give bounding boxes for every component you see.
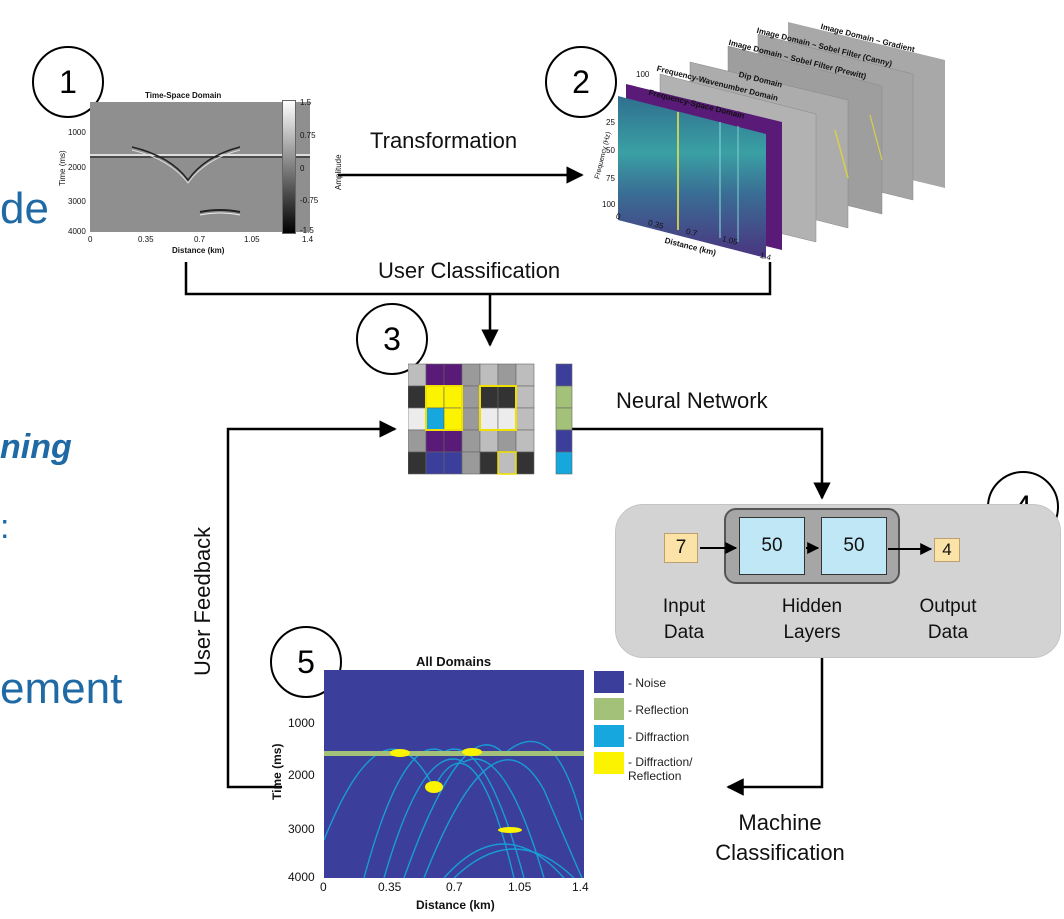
panel1-xtick-5: 1.4 bbox=[302, 235, 314, 244]
all-domains-image bbox=[324, 670, 584, 878]
transform-stack: Image Domain – Gradient Image Domain – S… bbox=[590, 0, 1064, 270]
cb-tick-5: -1.5 bbox=[300, 226, 314, 235]
stack-layers bbox=[618, 22, 945, 258]
step-3-circle: 3 bbox=[356, 303, 428, 375]
panel1-xtick-3: 0.7 bbox=[194, 235, 206, 244]
legend-swatch-reflection bbox=[594, 698, 624, 720]
user-feedback-label: User Feedback bbox=[190, 526, 215, 676]
cb-tick-4: -0.75 bbox=[300, 196, 319, 205]
legend-label-noise: - Noise bbox=[628, 676, 667, 690]
cb-tick-2: 0.75 bbox=[300, 131, 316, 140]
panel2-ytick-1: 25 bbox=[606, 118, 615, 127]
panel5-xlabel: Distance (km) bbox=[416, 898, 495, 912]
panel2-ytick-2: 50 bbox=[606, 146, 615, 155]
machine-classification-arrow bbox=[726, 656, 824, 796]
legend-swatch-both bbox=[594, 752, 624, 774]
layer-freq-space bbox=[618, 96, 766, 258]
legend-label-reflection: - Reflection bbox=[628, 703, 689, 717]
seismic-image bbox=[90, 102, 310, 232]
cropped-text-1: de bbox=[0, 184, 49, 233]
panel2-ytick-4: 100 bbox=[602, 200, 616, 209]
panel5-title: All Domains bbox=[416, 654, 492, 669]
grid-highlight-2 bbox=[479, 385, 517, 431]
panel1-ytick-1: 1000 bbox=[68, 128, 86, 137]
time-space-panel: Time-Space Domain Time (ms) 1000 2000 30… bbox=[50, 86, 343, 268]
grid-label-cell bbox=[555, 451, 573, 475]
panel5-xtick-1: 0 bbox=[320, 880, 327, 894]
panel1-ytick-4: 4000 bbox=[68, 227, 86, 236]
hidden-node-1: 50 bbox=[739, 517, 805, 575]
panel5-xtick-2: 0.35 bbox=[378, 880, 402, 894]
classification-grid bbox=[408, 363, 573, 475]
panel1-xtick-2: 0.35 bbox=[138, 235, 154, 244]
panel5-ylabel: Time (ms) bbox=[270, 743, 284, 800]
legend-label-both: - Diffraction/Reflection bbox=[628, 755, 693, 783]
grid-highlight bbox=[425, 385, 463, 431]
hidden-node-2: 50 bbox=[821, 517, 887, 575]
legend-swatch-diffraction bbox=[594, 725, 624, 747]
user-classification-label: User Classification bbox=[378, 258, 561, 283]
transformation-label: Transformation bbox=[370, 128, 518, 153]
panel1-ytick-2: 2000 bbox=[68, 163, 86, 172]
amplitude-colorbar bbox=[282, 100, 296, 234]
panel5-ytick-1: 1000 bbox=[288, 716, 315, 730]
output-node: 4 bbox=[934, 538, 960, 562]
user-feedback-arrow bbox=[226, 420, 397, 789]
panel1-title: Time-Space Domain bbox=[145, 91, 222, 100]
panel2-ytick-3: 75 bbox=[606, 174, 615, 183]
panel5-xtick-3: 0.7 bbox=[446, 880, 463, 894]
panel1-xlabel: Distance (km) bbox=[172, 246, 225, 255]
panel5-xtick-5: 1.4 bbox=[572, 880, 589, 894]
neural-network-label: Neural Network bbox=[616, 388, 768, 413]
grid-highlight-3 bbox=[497, 451, 517, 475]
cropped-text-4: ement bbox=[0, 664, 123, 713]
step-2-circle: 2 bbox=[545, 46, 617, 118]
panel5-ytick-2: 2000 bbox=[288, 768, 315, 782]
panel1-xtick-4: 1.05 bbox=[244, 235, 260, 244]
panel5-xtick-4: 1.05 bbox=[508, 880, 532, 894]
cb-tick-3: 0 bbox=[300, 164, 305, 173]
user-classification-connector bbox=[184, 262, 772, 296]
neural-network-arrow bbox=[572, 427, 831, 500]
panel5-ytick-3: 3000 bbox=[288, 822, 315, 836]
panel1-ytick-3: 3000 bbox=[68, 197, 86, 206]
cropped-text-2: ning bbox=[0, 428, 72, 466]
panel5-ytick-4: 4000 bbox=[288, 870, 315, 884]
cb-tick-1: 1.5 bbox=[300, 98, 312, 107]
legend-label-diffraction: - Diffraction bbox=[628, 730, 690, 744]
panel2-top-tick: 100 bbox=[636, 70, 650, 79]
legend-swatch-noise bbox=[594, 671, 624, 693]
panel1-xtick-1: 0 bbox=[88, 235, 93, 244]
input-node: 7 bbox=[664, 533, 698, 563]
cropped-text-3: : bbox=[0, 508, 10, 546]
